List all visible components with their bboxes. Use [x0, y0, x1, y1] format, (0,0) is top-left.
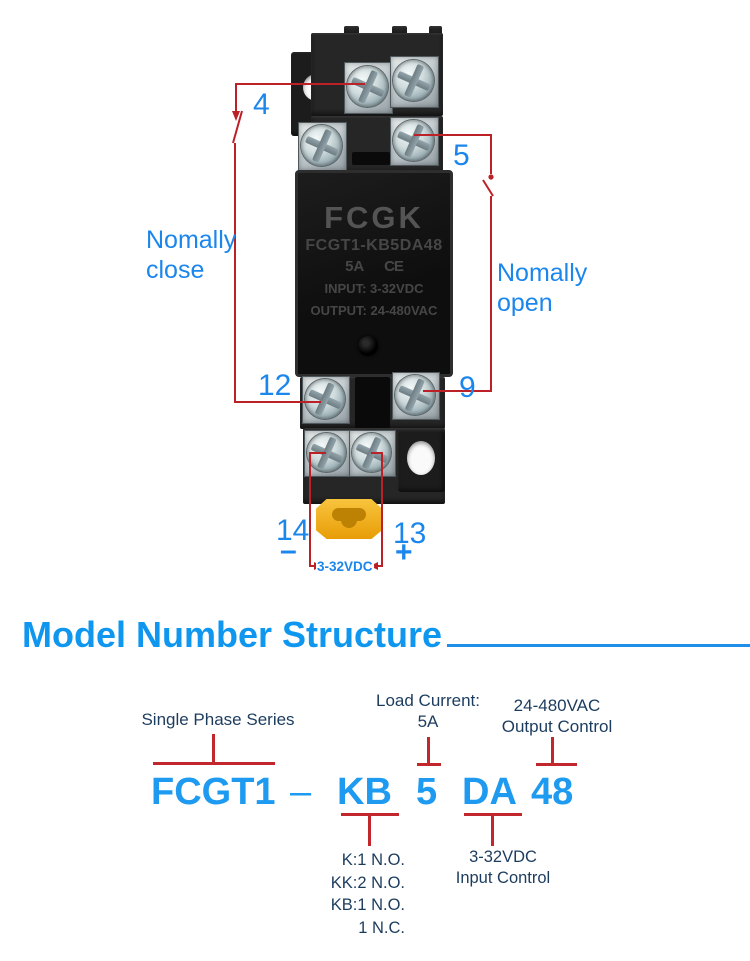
socket-center-tab — [355, 377, 390, 432]
minus-sign: – — [280, 534, 297, 567]
current-pointer-v — [427, 737, 430, 764]
normally-open-label: Nomally open — [497, 259, 588, 317]
mounting-hole-bottom — [407, 441, 435, 475]
din-rail-clip — [316, 499, 382, 539]
current-value: 5A — [345, 258, 364, 275]
body-indent — [358, 336, 378, 356]
model-part-dash: – — [290, 771, 312, 813]
relay-photo: FCGK FCGT1-KB5DA48 5A CE INPUT: 3-32VDC … — [0, 0, 750, 600]
input-control-line1: 3-32VDC — [469, 848, 537, 866]
contact-option: 1 N.C. — [358, 918, 405, 937]
heading-rule — [447, 644, 750, 647]
input-control-callout: 3-32VDC Input Control — [443, 847, 563, 889]
section-title: Model Number Structure — [22, 614, 443, 655]
terminal-screw-1 — [393, 60, 434, 101]
load-current-value: 5A — [417, 712, 439, 731]
current-rating-text: 5A CE — [298, 258, 450, 275]
terminal-label-12: 12 — [258, 369, 292, 402]
terminal-label-14: 14 — [276, 514, 310, 547]
socket-top-notch — [344, 26, 359, 36]
terminal-screw-5 — [393, 120, 434, 161]
terminal-screw-12 — [305, 379, 345, 419]
ce-mark: CE — [384, 258, 404, 275]
voltage-pointer-v — [551, 737, 554, 764]
contacts-pointer-h — [341, 813, 399, 816]
plus-sign: + — [395, 536, 413, 569]
contact-options-list: K:1 N.O. KK:2 N.O. KB:1 N.O. 1 N.C. — [285, 849, 405, 939]
input-rating-text: INPUT: 3-32VDC — [324, 281, 424, 296]
contact-option: KB:1 N.O. — [330, 896, 405, 914]
series-pointer-h — [153, 762, 275, 765]
load-current-callout: Load Current: 5A — [358, 690, 498, 732]
model-text: FCGT1-KB5DA48 — [305, 237, 443, 254]
socket-slot — [352, 152, 390, 165]
terminal-label-5: 5 — [453, 139, 470, 172]
terminal-label-9: 9 — [459, 371, 476, 404]
terminal-screw — [301, 125, 342, 166]
series-pointer-v — [212, 734, 215, 763]
model-part-series: FCGT1 — [151, 771, 276, 813]
model-part-voltage: 48 — [531, 771, 574, 813]
input-pointer-h — [464, 813, 522, 816]
voltage-pointer-h — [536, 763, 577, 766]
contact-option: K:1 N.O. — [341, 851, 405, 869]
output-rating-text: OUTPUT: 24-480VAC — [310, 303, 438, 318]
terminal-label-13: 13 — [393, 517, 427, 550]
output-control-line2: Output Control — [501, 717, 613, 736]
input-pointer-v — [491, 815, 494, 846]
relay-body: FCGK FCGT1-KB5DA48 5A CE INPUT: 3-32VDC … — [295, 170, 453, 377]
contact-option: KK:2 N.O. — [330, 873, 405, 892]
model-part-current: 5 — [416, 771, 438, 813]
terminal-label-4: 4 — [253, 88, 270, 121]
current-pointer-h — [417, 763, 441, 766]
series-callout: Single Phase Series — [141, 710, 295, 729]
annotation-lines — [232, 83, 494, 570]
contacts-pointer-v — [368, 815, 371, 846]
socket-top-notch — [392, 26, 407, 36]
clip-bump — [341, 512, 357, 528]
load-current-label: Load Current: — [376, 691, 480, 710]
output-control-line1: 24-480VAC — [513, 696, 601, 715]
output-control-callout: 24-480VAC Output Control — [487, 695, 627, 737]
model-part-contacts: KB — [337, 771, 392, 813]
brand-text: FCGK — [324, 200, 424, 235]
terminal-screw-9 — [395, 375, 435, 415]
model-part-control: DA — [462, 771, 517, 813]
terminal-screw-4 — [347, 66, 388, 107]
normally-close-label: Nomally close — [146, 226, 237, 284]
input-control-line2: Input Control — [455, 869, 551, 887]
socket-top-notch — [429, 26, 442, 36]
input-voltage-label: 3-32VDC — [316, 559, 374, 574]
